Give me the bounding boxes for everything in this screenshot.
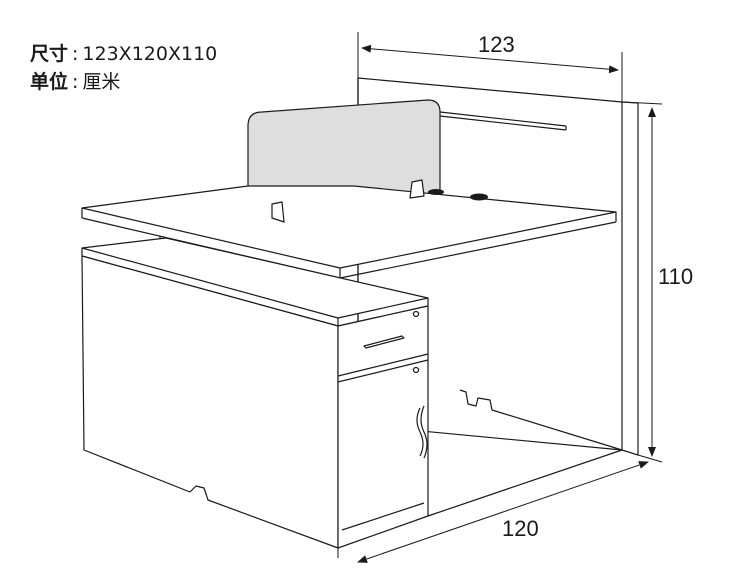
cable-grommet-right <box>470 193 488 201</box>
size-separator: : <box>72 43 79 65</box>
unit-row: 单位:厘米 <box>30 68 217 96</box>
dimension-depth: 120 <box>337 461 649 563</box>
size-row: 尺寸:123X120X110 <box>30 40 217 68</box>
pedestal <box>337 305 429 549</box>
unit-separator: : <box>72 71 79 93</box>
screen-clamp-right <box>409 179 425 199</box>
size-value: 123X120X110 <box>82 43 218 65</box>
drawer-lock-icon <box>412 310 420 318</box>
back-rail <box>439 111 567 131</box>
unit-value: 厘米 <box>82 71 121 93</box>
screen-clamp-left <box>271 201 285 223</box>
door-handle <box>416 405 428 459</box>
size-label: 尺寸 <box>30 43 69 65</box>
height-label: 110 <box>658 264 693 289</box>
dimension-width: 123 <box>357 32 663 105</box>
unit-label: 单位 <box>30 71 69 93</box>
dimension-height: 110 <box>637 107 693 463</box>
door-lock-icon <box>412 366 420 374</box>
spec-block: 尺寸:123X120X110 单位:厘米 <box>30 40 217 96</box>
cable-grommet-left <box>428 189 444 195</box>
depth-label: 120 <box>502 516 539 541</box>
width-label: 123 <box>478 32 515 57</box>
drawer-handle <box>363 335 405 349</box>
